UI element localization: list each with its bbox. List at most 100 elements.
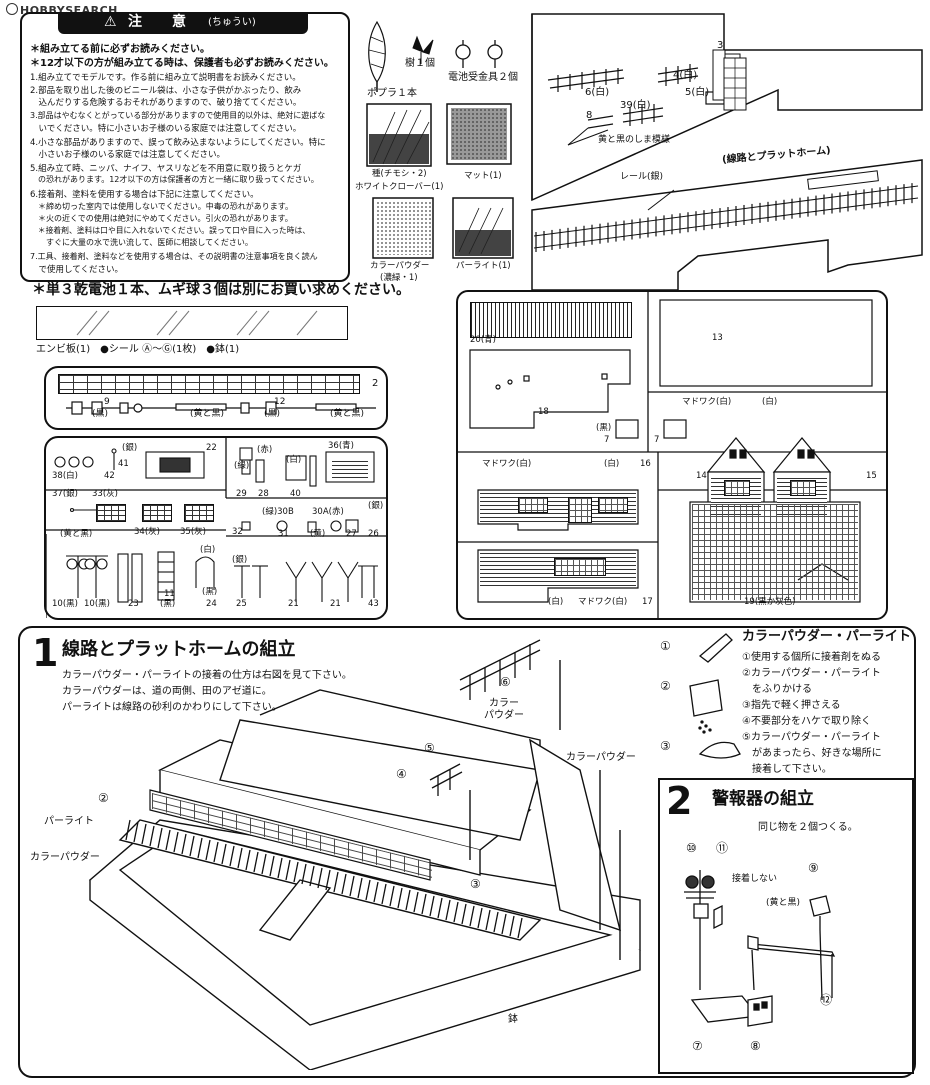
- track-tie: [229, 845, 235, 867]
- vinyl-sheet: [36, 306, 348, 340]
- building-label: 17: [642, 597, 653, 607]
- part-label: (白): [286, 455, 302, 465]
- track-tie: [517, 917, 523, 939]
- track-tie: [253, 851, 259, 873]
- part-label: 28: [258, 489, 269, 499]
- runner-wall: 2: [44, 366, 388, 430]
- part-label: (銀): [368, 501, 384, 511]
- building-label: (白): [548, 597, 564, 607]
- building-label: マドワク(白): [482, 459, 532, 469]
- runner-wall-label: (黒): [264, 409, 281, 419]
- caution-line: 4.小さな部品がありますので、誤って飲み込まないようにしてください。特に: [30, 138, 326, 148]
- part-label: 38(白): [52, 471, 78, 481]
- callout-6: ⑥: [500, 675, 511, 689]
- part-label: 22: [206, 443, 217, 453]
- track-tie: [213, 841, 219, 863]
- part-label: (白): [200, 545, 216, 555]
- track-tie: [509, 915, 515, 937]
- roof-panel-36: [332, 458, 368, 478]
- runner-wall-label: 12: [274, 397, 286, 407]
- track-tie: [149, 825, 155, 847]
- track-tie: [341, 873, 347, 895]
- building-label: (白): [604, 459, 620, 469]
- callout-2: ②: [98, 791, 109, 805]
- step-1-title: 線路とプラットホームの組立: [62, 639, 296, 660]
- mat-swatch: [451, 108, 507, 160]
- stripe-label: 黄と黒のしま模様: [598, 135, 671, 145]
- part-label: 41: [118, 459, 129, 469]
- wall-16-door: [568, 497, 592, 523]
- runner-wall-number: 2: [372, 378, 379, 389]
- battery-holder-label: 電池受金具２個: [448, 72, 518, 83]
- part-label: 23: [128, 599, 139, 609]
- no-glue-label: 接着しない: [732, 874, 778, 884]
- caution-line: すぐに大量の水で洗い流して、医師に相談してください。: [30, 238, 253, 247]
- caution-line: ＊締め切った室内では使用しないでください。中毒の恐れがあります。: [30, 202, 293, 211]
- layout-label: 39(白): [620, 100, 651, 111]
- building-label: 15: [866, 471, 877, 481]
- part-label: 35(灰): [180, 527, 206, 537]
- howto-step: 接着して下さい。: [742, 764, 832, 775]
- track-tie: [245, 849, 251, 871]
- caution-line: の恐れがあります。12才以下の方は保護者の方と一緒に取り扱ってください。: [30, 175, 319, 184]
- howto-step: ⑤カラーパウダー・パーライト: [742, 732, 881, 743]
- track-tie: [285, 859, 291, 881]
- track-tie: [365, 879, 371, 901]
- crossing-signal-illustration: [684, 870, 836, 1027]
- step-2-note: 同じ物を２個つくる。: [758, 822, 858, 833]
- brick-panel-35: [184, 504, 214, 522]
- track-tie: [381, 883, 387, 905]
- color-powder-sub-label: (濃緑・1): [380, 273, 418, 283]
- house-15-window: [790, 480, 816, 496]
- caution-line: 込んだりする危険するおそれがありますので、破り捨ててください。: [30, 98, 302, 108]
- layout-label: 8: [586, 110, 593, 121]
- caution-line: ＊接着剤、塗料は口や目に入れないでください。誤って口や目に入った時は、: [30, 226, 311, 235]
- part-label: (黒): [202, 587, 218, 597]
- part-label: 27: [346, 529, 357, 539]
- track-tie: [437, 897, 443, 919]
- step-2-number: 2: [666, 779, 693, 823]
- howto-marker: ③: [660, 739, 671, 753]
- building-label: マドワク(白): [682, 397, 732, 407]
- wall-16-window: [598, 497, 628, 513]
- caution-title: 注 意: [128, 14, 194, 30]
- caution-box: ⚠ 注 意 (ちゅうい) ＊組み立てる前に必ずお読みください。 ＊12才以下の方…: [20, 12, 350, 282]
- part-label: (銀): [232, 555, 248, 565]
- part-label: (銀): [122, 443, 138, 453]
- battery-note: ＊単３乾電池１本、ムギ球３個は別にお買い求めください。: [32, 282, 410, 298]
- mat-label: マット(1): [464, 171, 502, 181]
- howto-step: があまったら、好きな場所に: [742, 748, 882, 759]
- callout-7: ⑦: [692, 1039, 703, 1053]
- step-1-text: カラーパウダーは、道の両側、田のアゼ道に。: [62, 686, 272, 697]
- brick-panel-33: [96, 504, 126, 522]
- track-tie: [397, 887, 403, 909]
- track-tie: [485, 909, 491, 931]
- caution-line: いでください。特に小さいお子様のいる家庭では注意してください。: [30, 124, 302, 134]
- base-tray-label: 鉢: [508, 1014, 518, 1025]
- part-label: 37(銀): [52, 489, 78, 499]
- track-tie: [189, 835, 195, 857]
- part-label: 34(灰): [134, 527, 160, 537]
- part-label: (黄): [310, 529, 326, 539]
- poplar-tree-icon: [368, 20, 386, 92]
- house-14-window: [724, 480, 750, 496]
- part-label: 24: [206, 599, 217, 609]
- color-powder-label: カラーパウダー: [370, 261, 430, 271]
- caution-line: 2.部品を取り出した後のビニール袋は、小さな子供がかぶったり、飲み: [30, 86, 302, 96]
- part-label: 31: [278, 529, 289, 539]
- track-tie: [357, 877, 363, 899]
- part-label: 40: [290, 489, 301, 499]
- track-tie: [301, 863, 307, 885]
- track-tie: [277, 857, 283, 879]
- building-parts-sheet: [456, 290, 888, 620]
- track-tie: [293, 861, 299, 883]
- track-tie: [141, 823, 147, 845]
- building-label: 7: [654, 435, 660, 445]
- callout-3: ③: [470, 877, 481, 891]
- brick-wall-part: [58, 374, 360, 394]
- howto-title: カラーパウダー・パーライト: [742, 629, 911, 644]
- layout-label: 3: [717, 40, 724, 51]
- howto-marker: ②: [660, 679, 671, 693]
- part-label: (黄と黒): [60, 529, 93, 539]
- caution-title-kana: (ちゅうい): [208, 17, 256, 28]
